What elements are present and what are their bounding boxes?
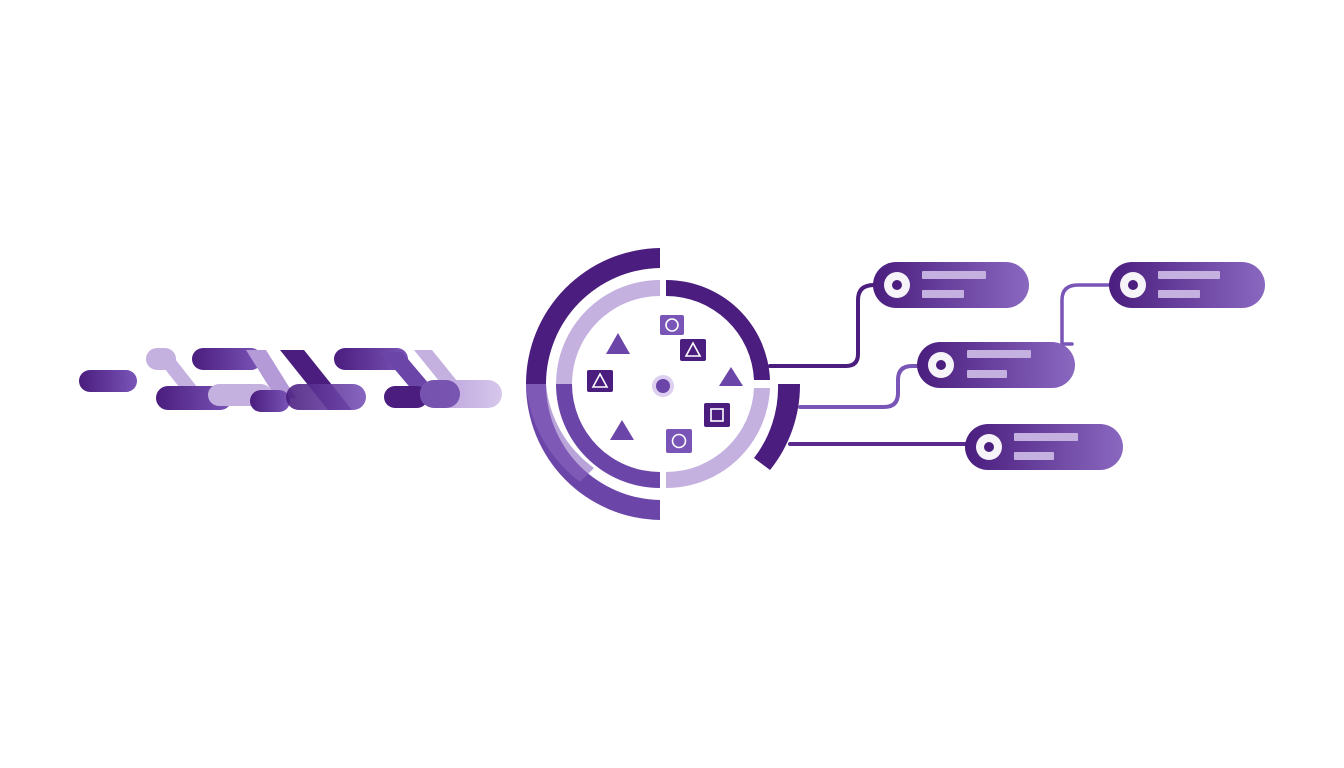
record-node-dot bbox=[892, 280, 902, 290]
record-line bbox=[1014, 433, 1078, 441]
hub-inner-arc bbox=[666, 388, 770, 488]
record-pill-body bbox=[917, 342, 1075, 388]
triangle-glyph bbox=[591, 372, 609, 388]
stream-bar bbox=[192, 348, 262, 370]
output-record-pill bbox=[873, 262, 1029, 308]
stream-slash bbox=[246, 350, 296, 398]
triangle-glyph bbox=[684, 341, 702, 357]
hub-inner-arc bbox=[556, 384, 660, 488]
record-node-dot bbox=[1128, 280, 1138, 290]
connector-line bbox=[768, 283, 882, 368]
record-line bbox=[967, 370, 1007, 378]
record-line bbox=[1158, 290, 1200, 298]
stream-bar bbox=[79, 370, 137, 392]
triangle-icon bbox=[719, 367, 743, 386]
hub-inner-arc bbox=[666, 279, 770, 380]
circle-glyph bbox=[665, 318, 679, 332]
output-record-pill bbox=[917, 342, 1075, 388]
record-pill-body bbox=[873, 262, 1029, 308]
output-record-pill bbox=[1109, 262, 1265, 308]
stream-bar bbox=[286, 384, 366, 410]
square-in-square-icon bbox=[704, 403, 730, 427]
stream-bar bbox=[250, 390, 290, 412]
connectors bbox=[768, 283, 1116, 446]
record-pill-body bbox=[1109, 262, 1265, 308]
hub-outer-arc-right bbox=[754, 384, 801, 470]
stream-bar bbox=[146, 348, 176, 370]
circle-glyph bbox=[671, 433, 687, 449]
hub-outer-arc-shade bbox=[526, 384, 594, 482]
hub-inner-arc bbox=[556, 280, 660, 384]
circle-in-square-icon bbox=[666, 429, 692, 453]
record-node-dot bbox=[984, 442, 994, 452]
record-line bbox=[922, 290, 964, 298]
hub-processor-icon bbox=[526, 248, 801, 520]
triangle-icon bbox=[606, 333, 630, 354]
output-record-pill bbox=[965, 424, 1123, 470]
stream-bar bbox=[420, 380, 460, 408]
stream-bar bbox=[384, 386, 428, 408]
connector-line bbox=[1060, 283, 1116, 346]
record-line bbox=[922, 271, 986, 279]
record-line bbox=[1014, 452, 1054, 460]
data-stream-icon bbox=[79, 348, 502, 412]
hub-outer-arc bbox=[526, 248, 660, 384]
triangle-icon bbox=[610, 420, 634, 440]
record-line bbox=[1158, 271, 1220, 279]
hub-symbols bbox=[587, 315, 743, 453]
connector-line bbox=[798, 364, 922, 409]
circle-in-square-icon bbox=[660, 315, 684, 335]
square-glyph bbox=[710, 408, 724, 422]
center-dot-core bbox=[656, 379, 670, 393]
record-line bbox=[967, 350, 1031, 358]
record-pill-body bbox=[965, 424, 1123, 470]
record-node-dot bbox=[936, 360, 946, 370]
